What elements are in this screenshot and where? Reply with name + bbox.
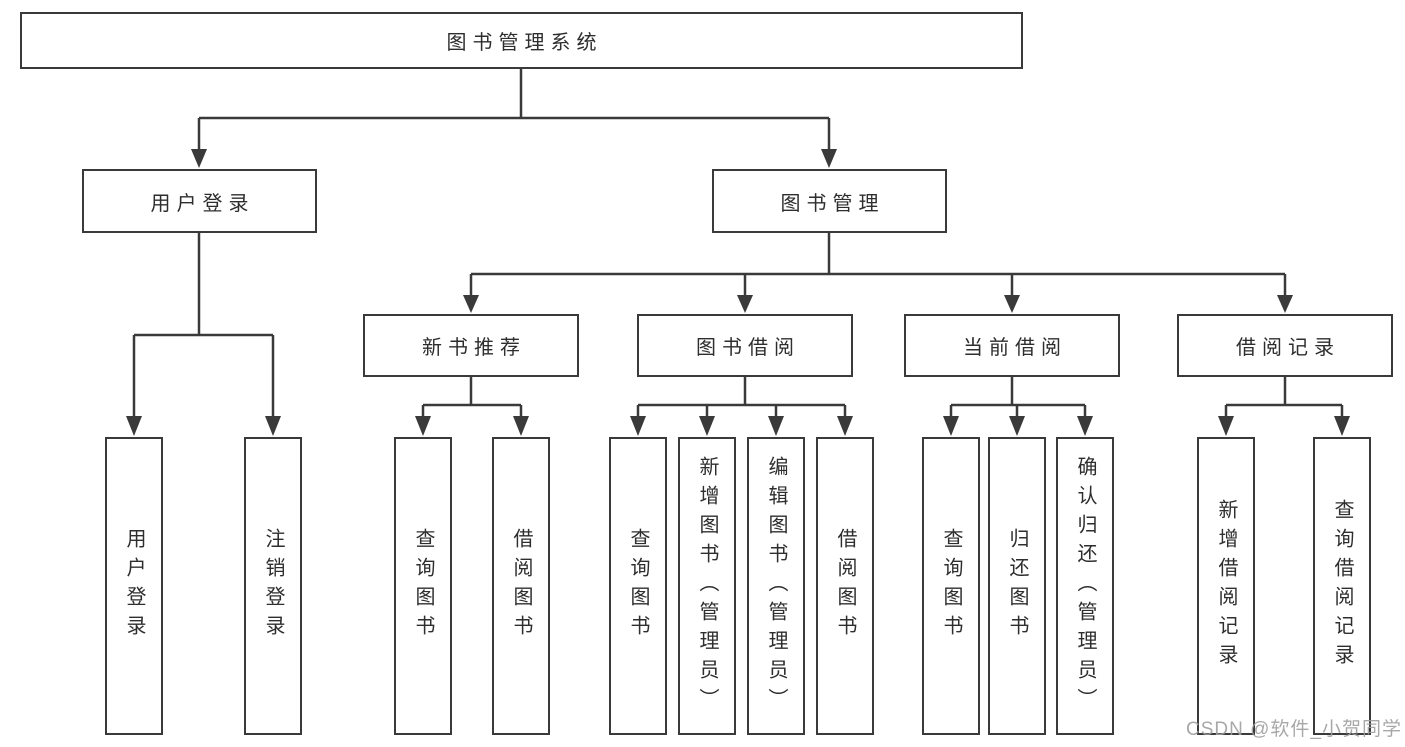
leaf-borrow-query-books-label: 查询图书 [627,528,649,644]
leaf-user-login: 用户登录 [105,437,163,735]
leaf-edit-books-admin: 编辑图书（管理员） [747,437,805,735]
connector-root-to-level2 [197,69,831,151]
leaf-logout-label: 注销登录 [262,528,284,644]
leaf-confirm-return-admin-label: 确认归还（管理员） [1074,455,1096,717]
leaf-rec-query-books-label: 查询图书 [412,528,434,644]
leaf-borrow-books-label: 借阅图书 [834,528,856,644]
node-book-borrow: 图书借阅 [637,314,853,377]
connector-borrow-records-to-leaves [1224,377,1344,418]
node-borrow-records: 借阅记录 [1177,314,1393,377]
leaf-rec-borrow-books: 借阅图书 [492,437,550,735]
node-book-mgmt: 图书管理 [712,169,947,233]
connector-book-mgmt-to-level3 [469,233,1287,297]
leaf-current-query-books-label: 查询图书 [940,528,962,644]
node-book-mgmt-label: 图书管理 [780,192,885,215]
leaf-rec-query-books: 查询图书 [394,437,452,735]
leaf-borrow-query-books: 查询图书 [609,437,667,735]
node-new-book-rec: 新书推荐 [363,314,579,377]
connector-user-login-to-leaves [132,233,275,418]
leaf-add-borrow-record-label: 新增借阅记录 [1215,499,1237,673]
arrowheads [126,149,1350,436]
leaf-query-borrow-record-label: 查询借阅记录 [1331,499,1353,673]
node-current-borrow-label: 当前借阅 [963,337,1067,359]
leaf-rec-borrow-books-label: 借阅图书 [510,528,532,644]
node-borrow-records-label: 借阅记录 [1236,337,1340,359]
node-root: 图书管理系统 [20,12,1023,69]
leaf-return-books-label: 归还图书 [1006,528,1028,644]
leaf-query-borrow-record: 查询借阅记录 [1313,437,1371,735]
leaf-user-login-label: 用户登录 [123,528,145,644]
node-user-login-label: 用户登录 [150,192,255,215]
leaf-borrow-books: 借阅图书 [816,437,874,735]
leaf-return-books: 归还图书 [988,437,1046,735]
leaf-add-borrow-record: 新增借阅记录 [1197,437,1255,735]
leaf-confirm-return-admin: 确认归还（管理员） [1056,437,1114,735]
connector-current-borrow-to-leaves [949,377,1087,418]
leaf-add-books-admin-label: 新增图书（管理员） [696,455,718,717]
connector-book-borrow-to-leaves [636,377,847,418]
node-current-borrow: 当前借阅 [904,314,1120,377]
node-book-borrow-label: 图书借阅 [696,337,800,359]
node-user-login: 用户登录 [82,169,317,233]
leaf-current-query-books: 查询图书 [922,437,980,735]
connector-new-book-rec-to-leaves [421,377,523,418]
leaf-edit-books-admin-label: 编辑图书（管理员） [765,455,787,717]
leaf-add-books-admin: 新增图书（管理员） [678,437,736,735]
watermark-text: CSDN @软件_小贺同学 [1186,719,1402,740]
node-root-label: 图书管理系统 [446,32,603,54]
node-new-book-rec-label: 新书推荐 [422,337,526,359]
leaf-logout: 注销登录 [244,437,302,735]
